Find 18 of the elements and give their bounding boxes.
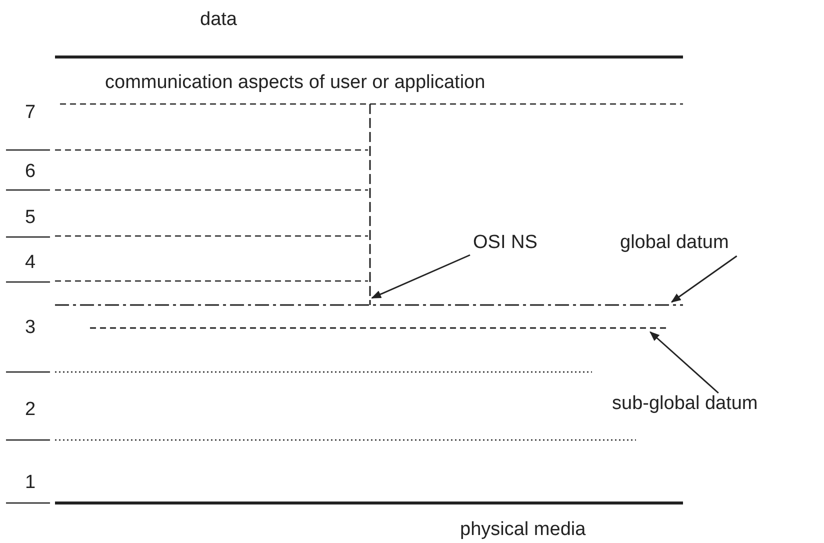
layer-number: 3 bbox=[25, 317, 36, 339]
layer-number: 6 bbox=[25, 161, 36, 183]
layer-number: 7 bbox=[25, 102, 36, 124]
layer-number: 1 bbox=[25, 472, 36, 494]
layer-number: 4 bbox=[25, 252, 36, 274]
layer-number: 5 bbox=[25, 207, 36, 229]
layer-number: 2 bbox=[25, 399, 36, 421]
leader-arrow bbox=[670, 255, 738, 303]
leader-arrow bbox=[650, 331, 719, 394]
callout-label: OSI NS bbox=[473, 232, 538, 254]
service-boundary-line bbox=[369, 104, 371, 305]
heading-label: data bbox=[200, 9, 237, 31]
bottom-label: physical media bbox=[460, 519, 586, 541]
callout-label: global datum bbox=[620, 232, 729, 254]
leader-arrow bbox=[371, 254, 470, 299]
layer-description: communication aspects of user or application bbox=[105, 72, 486, 94]
global-datum-line bbox=[55, 304, 683, 306]
callout-label: sub-global datum bbox=[612, 393, 758, 415]
